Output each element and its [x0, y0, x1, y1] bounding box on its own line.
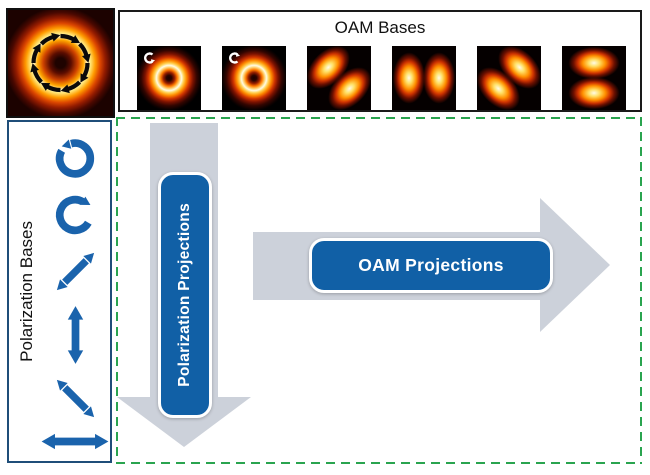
cw-arc-icon: [228, 52, 240, 64]
polarization-projections-pill: Polarization Projections: [158, 172, 212, 418]
oam-thumb-lobes-diagonal-up: [477, 46, 541, 110]
polarization-projections-label: Polarization Projections: [176, 203, 193, 387]
oam-bases-title: OAM Bases: [334, 18, 426, 37]
oam-thumb-lobes-diagonal-down: [307, 46, 371, 110]
ccw-arc-icon: [143, 52, 155, 64]
oam-thumb-donut-cw: [222, 46, 286, 110]
hero-donut-mode-image: [6, 8, 115, 118]
two-lobe-mode-image: [392, 46, 456, 110]
two-lobe-mode-image: [562, 46, 626, 110]
oam-thumb-lobes-horizontal: [392, 46, 456, 110]
two-lobe-mode-image: [477, 46, 541, 110]
polarization-icon-column: [41, 135, 109, 452]
diagonal-down-double-arrow-icon: [56, 379, 94, 418]
polarization-bases-title-wrap: Polarization Bases: [17, 122, 37, 461]
cw-circular-arrow-icon: [55, 195, 92, 235]
vertical-double-arrow-icon: [67, 306, 83, 364]
oam-projections-pill: OAM Projections: [309, 238, 553, 293]
two-lobe-mode-image: [307, 46, 371, 110]
clockwise-arrow-ring-icon: [8, 10, 113, 116]
ccw-circular-arrow-icon: [55, 139, 95, 178]
oam-thumb-lobes-vertical: [562, 46, 626, 110]
oam-bases-panel: OAM Bases: [118, 10, 642, 112]
horizontal-double-arrow-icon: [41, 433, 109, 450]
polarization-bases-panel: Polarization Bases: [7, 120, 112, 463]
oam-thumb-donut-ccw: [137, 46, 201, 110]
polarization-bases-title: Polarization Bases: [17, 221, 36, 362]
oam-thumbnail-row: [137, 46, 626, 110]
diagonal-up-double-arrow-icon: [56, 252, 94, 291]
oam-projections-label: OAM Projections: [358, 255, 504, 275]
